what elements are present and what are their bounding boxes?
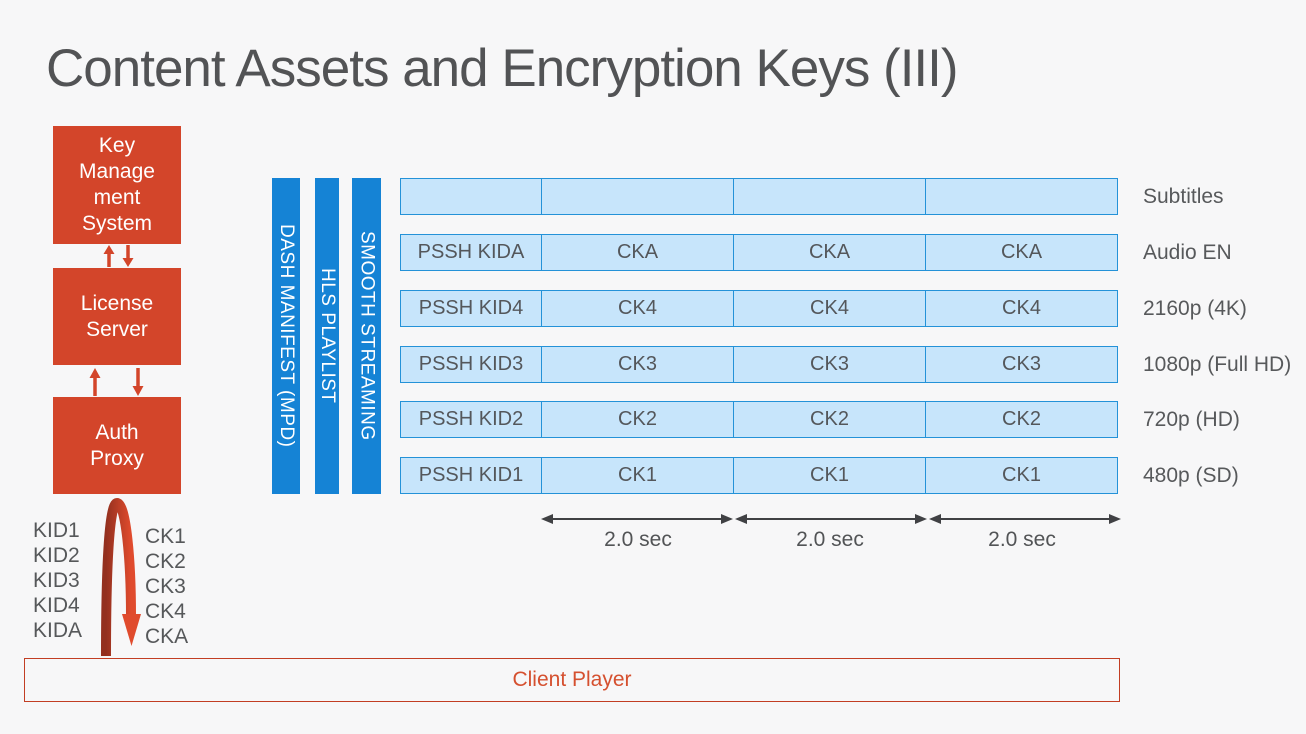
grid-cell: CK2 — [542, 401, 734, 438]
grid-cell: CK2 — [926, 401, 1118, 438]
grid-cell: CKA — [926, 234, 1118, 271]
segment-duration-arrows — [541, 514, 1121, 524]
track-label-audio: Audio EN — [1143, 241, 1232, 264]
key-management-system-box: Key Manage ment System — [53, 126, 181, 244]
grid-cell: CK3 — [542, 346, 734, 383]
grid-cell: PSSH KID3 — [400, 346, 542, 383]
track-label-480p: 480p (SD) — [1143, 464, 1239, 487]
up-arrow-icon — [103, 245, 115, 267]
grid-cell: CK1 — [542, 457, 734, 494]
grid-row-audio: PSSH KIDA CKA CKA CKA — [400, 234, 1118, 271]
down-arrow-icon — [132, 368, 144, 396]
grid-cell — [926, 178, 1118, 215]
grid-cell: CK3 — [734, 346, 926, 383]
grid-cell: PSSH KID2 — [400, 401, 542, 438]
license-server-box: License Server — [53, 268, 181, 365]
grid-cell: CK2 — [734, 401, 926, 438]
down-arrow-icon — [122, 245, 134, 267]
ck-list: CK1 CK2 CK3 CK4 CKA — [145, 525, 189, 648]
grid-cell: CKA — [734, 234, 926, 271]
track-label-subtitles: Subtitles — [1143, 185, 1224, 208]
track-label-1080p: 1080p (Full HD) — [1143, 353, 1292, 376]
smooth-streaming-bar: SMOOTH STREAMING — [352, 178, 381, 494]
kid-list: KID1 KID2 KID3 KID4 KIDA — [33, 519, 83, 642]
grid-cell: CKA — [542, 234, 734, 271]
double-headed-arrow-icon — [929, 514, 1121, 524]
up-arrow-icon — [89, 368, 101, 396]
duration-label: 2.0 sec — [604, 528, 672, 551]
grid-row-subtitles — [400, 178, 1118, 215]
grid-cell: CK1 — [926, 457, 1118, 494]
grid-cell: PSSH KID4 — [400, 290, 542, 327]
client-player-box: Client Player — [24, 658, 1120, 702]
grid-cell: PSSH KIDA — [400, 234, 542, 271]
grid-row-480p: PSSH KID1 CK1 CK1 CK1 — [400, 457, 1118, 494]
grid-cell: PSSH KID1 — [400, 457, 542, 494]
double-headed-arrow-icon — [735, 514, 927, 524]
hls-playlist-bar: HLS PLAYLIST — [315, 178, 339, 494]
grid-cell — [542, 178, 734, 215]
grid-cell: CK3 — [926, 346, 1118, 383]
grid-cell: CK1 — [734, 457, 926, 494]
page-title: Content Assets and Encryption Keys (III) — [46, 39, 959, 98]
duration-label: 2.0 sec — [796, 528, 864, 551]
grid-cell — [400, 178, 542, 215]
dash-manifest-bar: DASH MANIFEST (MPD) — [272, 178, 300, 494]
grid-cell: CK4 — [542, 290, 734, 327]
license-auth-arrows — [89, 368, 144, 396]
duration-label: 2.0 sec — [988, 528, 1056, 551]
track-label-2160p: 2160p (4K) — [1143, 297, 1247, 320]
kms-license-arrows — [103, 245, 134, 267]
grid-row-2160p: PSSH KID4 CK4 CK4 CK4 — [400, 290, 1118, 327]
grid-cell: CK4 — [734, 290, 926, 327]
grid-cell: CK4 — [926, 290, 1118, 327]
double-headed-arrow-icon — [541, 514, 733, 524]
client-player-label: Client Player — [512, 668, 632, 691]
grid-row-720p: PSSH KID2 CK2 CK2 CK2 — [400, 401, 1118, 438]
loop-arrow-icon — [101, 497, 141, 657]
track-label-720p: 720p (HD) — [1143, 408, 1240, 431]
grid-row-1080p: PSSH KID3 CK3 CK3 CK3 — [400, 346, 1118, 383]
auth-proxy-box: Auth Proxy — [53, 397, 181, 494]
grid-cell — [734, 178, 926, 215]
